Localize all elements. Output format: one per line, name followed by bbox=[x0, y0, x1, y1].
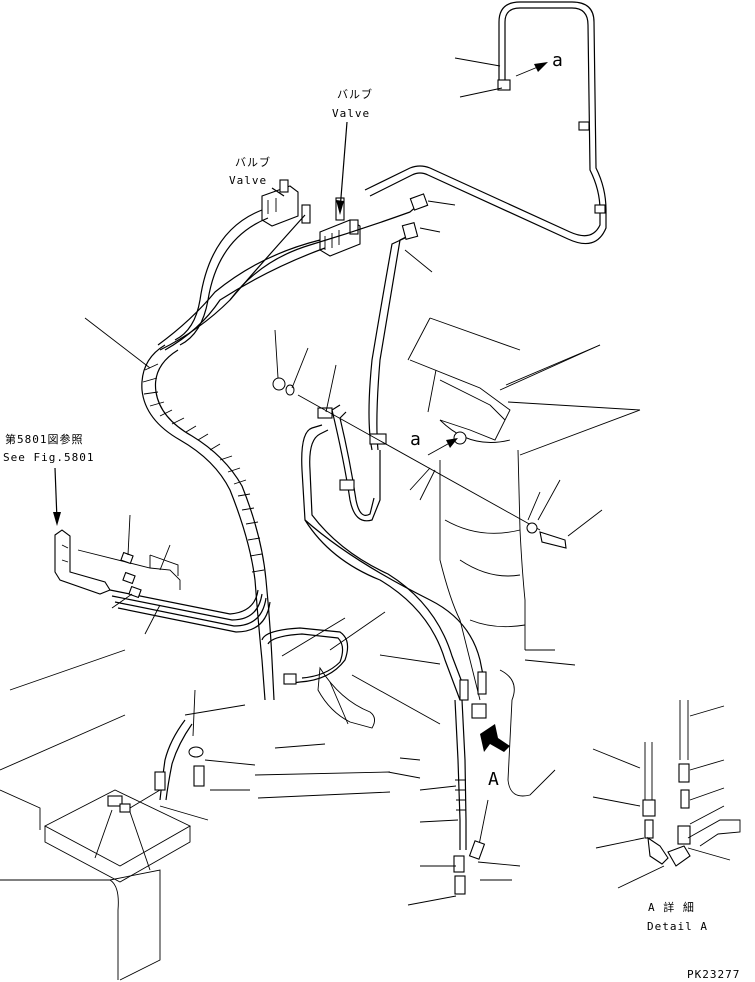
valve-left-label-jp: バルブ bbox=[235, 155, 271, 169]
view-a-arrow bbox=[480, 724, 510, 752]
hose-down-center bbox=[453, 699, 489, 895]
hose-bundle-upper bbox=[157, 204, 419, 451]
detail-a-view bbox=[642, 700, 741, 867]
hose-to-tank bbox=[154, 704, 246, 801]
valve-top-label-en: Valve bbox=[332, 107, 370, 120]
hose-clamp-set bbox=[301, 404, 487, 719]
valve-left-label-en: Valve bbox=[229, 174, 267, 187]
upper-pipe-loop bbox=[364, 1, 607, 245]
ref-a-label-mid: a bbox=[410, 429, 421, 450]
hose-run-left bbox=[109, 589, 349, 685]
detail-a-label-en: Detail A bbox=[647, 920, 708, 933]
valve-top-label-jp: バルブ bbox=[337, 87, 373, 101]
left-bracket-assembly bbox=[54, 529, 181, 599]
valve-left bbox=[261, 179, 311, 227]
ref-a-label-top: a bbox=[552, 50, 563, 71]
see-fig-label-en: See Fig.5801 bbox=[3, 451, 94, 464]
see-fig-label-jp: 第5801図参照 bbox=[5, 432, 84, 446]
part-code-label: PK23277 bbox=[687, 968, 740, 981]
lower-left-tank bbox=[0, 649, 191, 981]
spiral-hose bbox=[141, 344, 275, 701]
boom-bracket bbox=[407, 317, 641, 797]
detail-a-label-jp: A 詳 細 bbox=[648, 900, 695, 914]
view-a-label: A bbox=[488, 769, 499, 790]
